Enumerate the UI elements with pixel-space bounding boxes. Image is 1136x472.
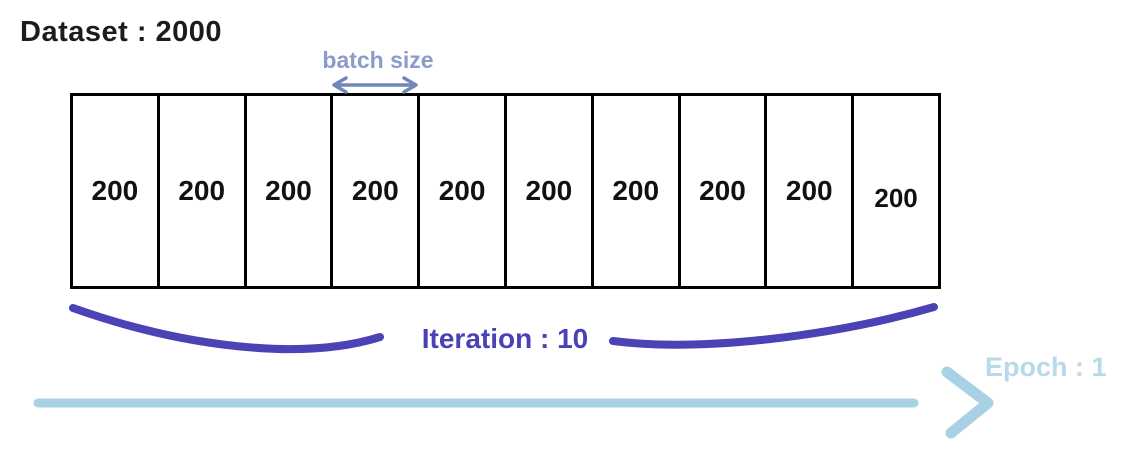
batch-cell: 200 [160,96,247,286]
dataset-total-label: Dataset : 2000 [20,16,223,48]
batch-size-arrow [332,76,418,94]
batch-cell: 200 [594,96,681,286]
batch-cell: 200 [767,96,855,286]
epoch-arrow [33,366,994,439]
batch-cell-value: 200 [351,175,399,206]
batch-row: 200 200 200 200 200 200 200 200 200 200 [70,93,941,289]
batch-cell-value: 200 [612,175,660,206]
batch-cell-value: 200 [699,175,746,206]
batch-cell: 200 [854,96,938,286]
iteration-brace-right [609,303,938,349]
batch-cell-value: 200 [178,175,226,206]
batch-cell-value: 200 [785,175,833,206]
batch-cell-value: 200 [438,175,486,206]
epoch-label: Epoch : 1 [985,352,1107,382]
batch-cell: 200 [73,96,160,286]
iteration-label: Iteration : 10 [421,323,589,354]
batch-cell-value: 200 [525,175,573,206]
batch-cell: 200 [333,96,421,286]
iteration-brace-left [69,304,384,354]
batch-cell-value: 200 [265,175,312,206]
batch-cell: 200 [681,96,768,286]
batch-cell: 200 [507,96,594,286]
batch-cell: 200 [247,96,334,286]
batch-cell: 200 [420,96,507,286]
batch-size-label: batch size [322,47,434,73]
batch-cell-value: 200 [874,182,918,213]
batch-cell-value: 200 [91,175,139,206]
